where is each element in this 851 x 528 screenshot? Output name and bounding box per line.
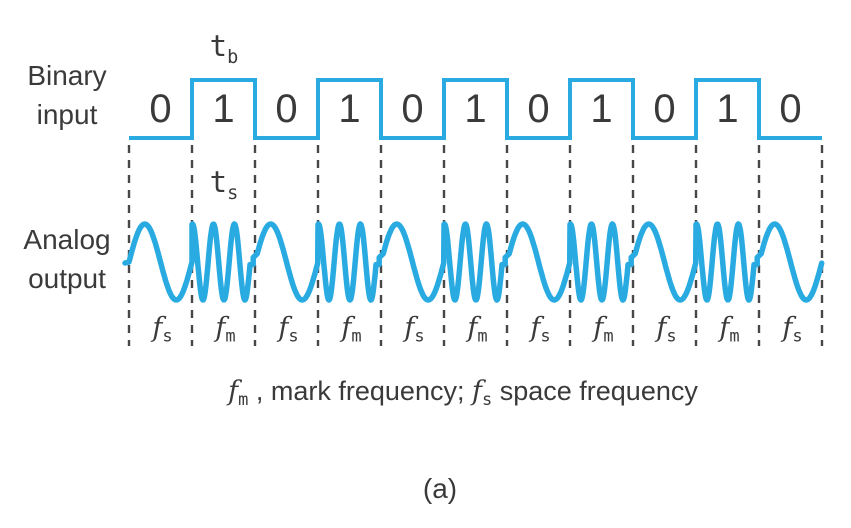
frequency-subscript: m (603, 326, 614, 347)
frequency-subscript: m (477, 326, 488, 347)
binary-input-label-line2: input (36, 99, 98, 130)
frequency-segment-label: fs (404, 315, 424, 346)
frequency-symbol: f (593, 312, 604, 344)
frequency-symbol: f (530, 312, 541, 344)
binary-digit: 0 (653, 87, 676, 131)
frequency-subscript: m (351, 326, 362, 347)
analog-output-waveform (122, 221, 825, 303)
frequency-segment-label: fm (593, 315, 613, 346)
frequency-segment-label: fm (341, 315, 361, 346)
binary-input-label-line1: Binary (27, 60, 107, 91)
frequency-symbol: f (278, 312, 289, 344)
frequency-subscript: s (162, 326, 173, 347)
signal-time-label: ts (210, 168, 239, 204)
binary-digit: 1 (590, 87, 613, 131)
caption-mark-text: , mark frequency; (248, 376, 472, 407)
frequency-symbol: f (215, 312, 226, 344)
frequency-segment-label: fs (656, 315, 676, 346)
caption-fs-subscript: s (481, 389, 493, 410)
frequency-symbol: f (782, 312, 793, 344)
caption-fs-symbol: f (471, 376, 482, 408)
frequency-symbol: f (467, 312, 478, 344)
binary-input-label: Binary input (8, 56, 126, 134)
frequency-symbol: f (656, 312, 667, 344)
subfigure-label: (a) (422, 473, 458, 504)
frequency-segment-label: fm (719, 315, 739, 346)
frequency-symbol: f (404, 312, 415, 344)
binary-digit: 0 (275, 87, 298, 131)
frequency-subscript: s (288, 326, 299, 347)
signal-time-subscript: s (227, 183, 239, 205)
caption-space-text: space frequency (492, 376, 698, 407)
frequency-subscript: s (414, 326, 425, 347)
frequency-subscript: s (792, 326, 803, 347)
frequency-symbol: f (152, 312, 163, 344)
frequency-subscript: s (540, 326, 551, 347)
bit-time-label: tb (210, 32, 239, 68)
bit-time-symbol: t (209, 29, 228, 64)
frequency-segment-label: fs (782, 315, 802, 346)
frequency-symbol: f (719, 312, 730, 344)
caption: fm , mark frequency; fs space frequency (228, 376, 698, 410)
caption-fm-subscript: m (238, 389, 249, 410)
binary-digit: 0 (149, 87, 172, 131)
signal-time-symbol: t (209, 165, 228, 200)
binary-digit: 0 (779, 87, 802, 131)
analog-output-label: Analog output (8, 220, 126, 298)
frequency-subscript: s (666, 326, 677, 347)
frequency-segment-label: fm (467, 315, 487, 346)
binary-digit: 1 (338, 87, 361, 131)
frequency-segment-label: fm (215, 315, 235, 346)
frequency-symbol: f (341, 312, 352, 344)
binary-digit: 0 (527, 87, 550, 131)
frequency-subscript: m (729, 326, 740, 347)
binary-digit: 1 (212, 87, 235, 131)
binary-digit: 0 (401, 87, 424, 131)
binary-digit: 1 (716, 87, 739, 131)
analog-output-label-line2: output (28, 263, 106, 294)
caption-fm-symbol: f (228, 376, 239, 408)
binary-input-waveform (129, 78, 822, 140)
frequency-segment-label: fs (278, 315, 298, 346)
binary-digit: 1 (464, 87, 487, 131)
bit-time-subscript: b (227, 47, 239, 69)
analog-output-label-line1: Analog (23, 224, 111, 255)
frequency-subscript: m (225, 326, 236, 347)
frequency-segment-label: fs (530, 315, 550, 346)
frequency-segment-label: fs (152, 315, 172, 346)
